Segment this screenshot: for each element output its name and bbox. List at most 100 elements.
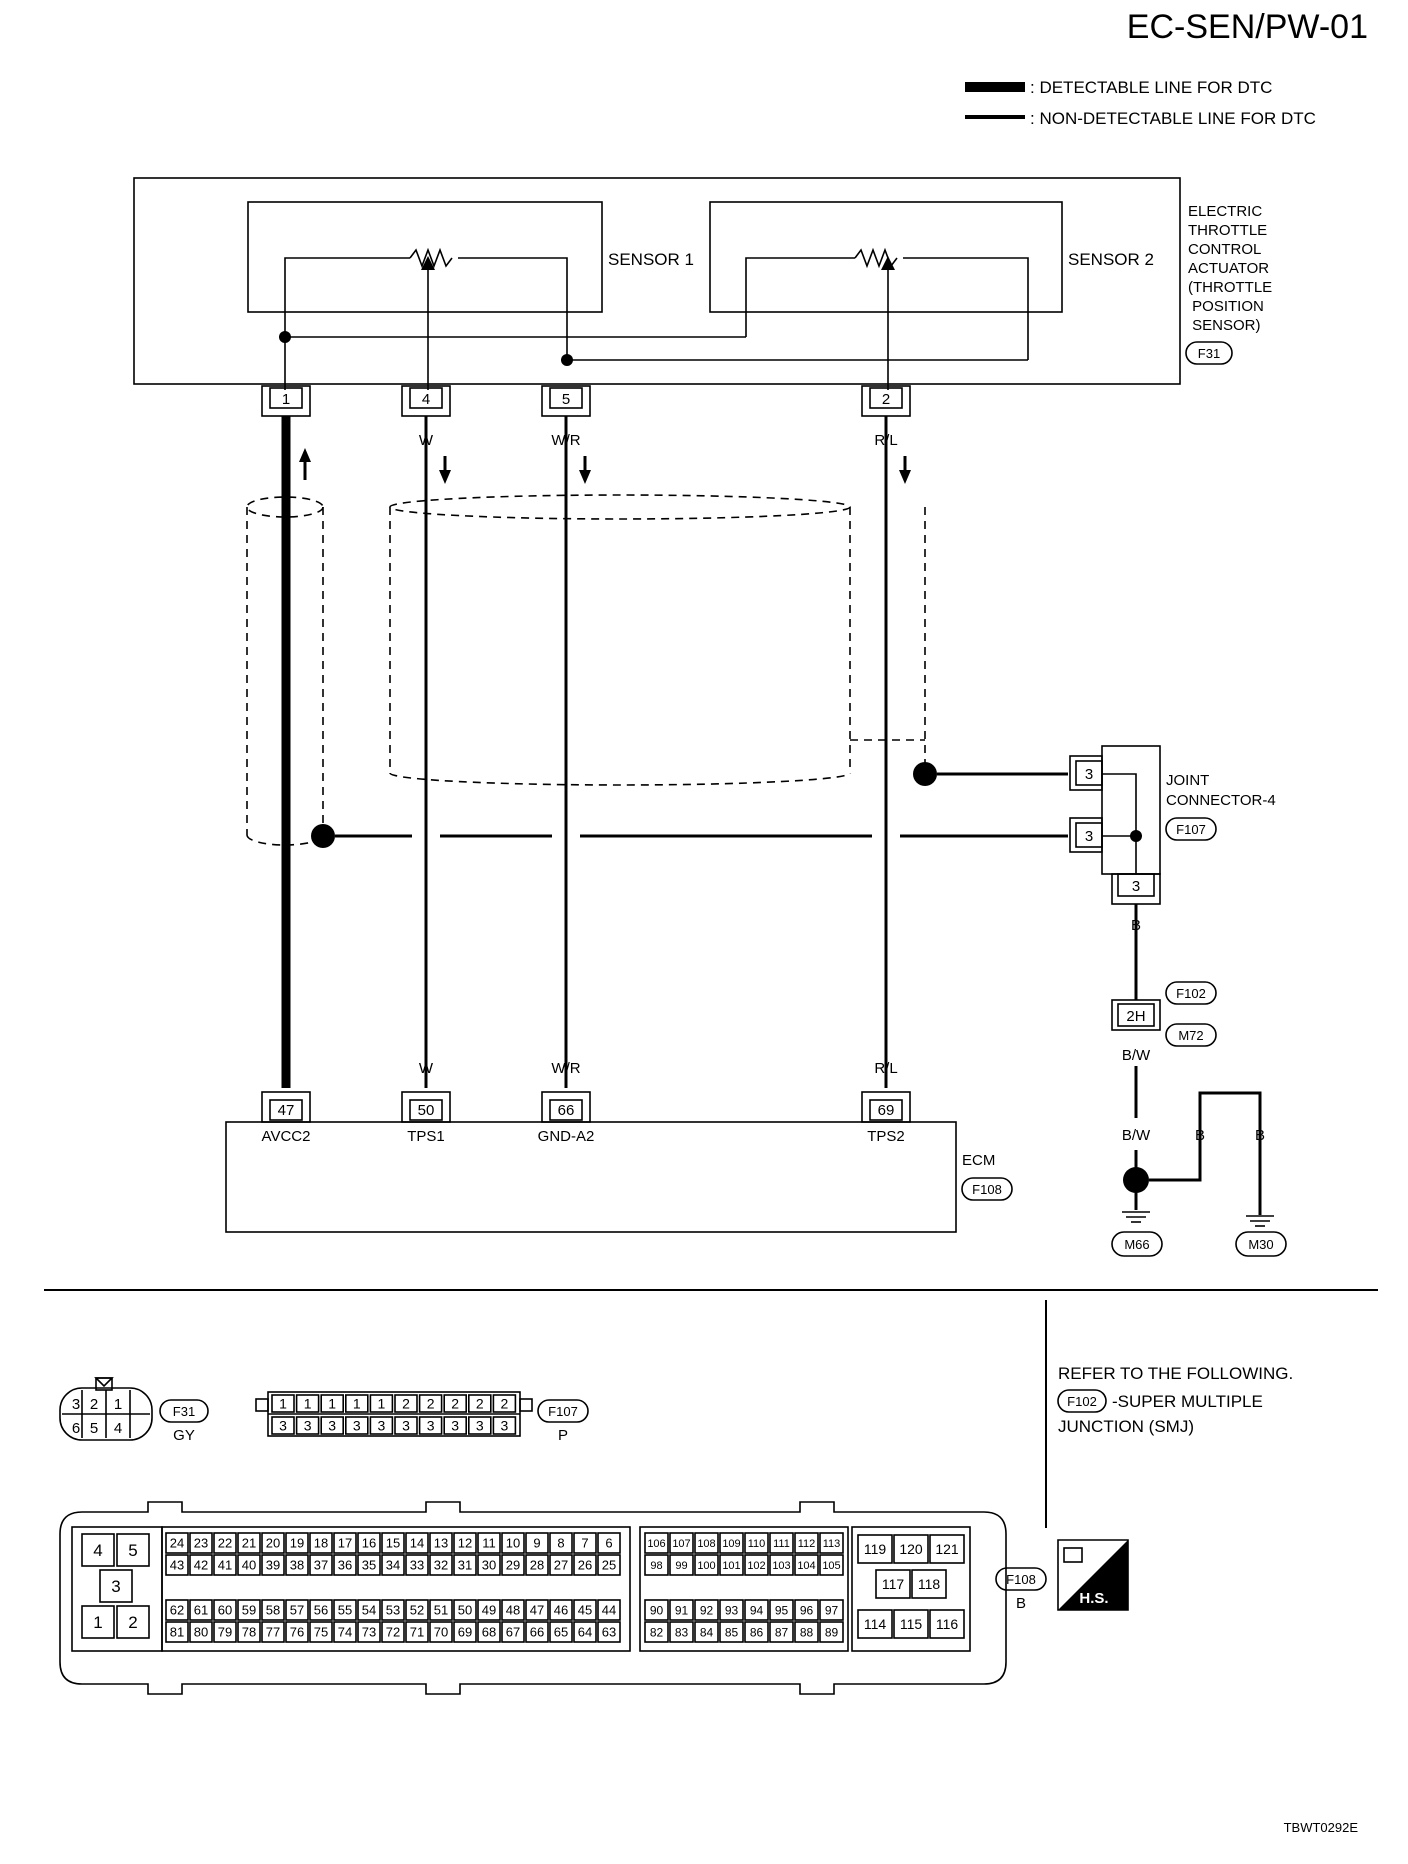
ground-wire-color-3: B/W — [1122, 1127, 1151, 1144]
ecm-face-pin: 52 — [410, 1603, 424, 1618]
connector-face-f31: 3 2 1 6 5 4 F31 GY — [59, 1377, 209, 1444]
connector-tag-f108: F108 — [972, 1182, 1002, 1197]
f107-color: P — [558, 1427, 568, 1444]
connector-tag-f31 — [1185, 341, 1233, 365]
actuator-label-line7: SENSOR) — [1188, 317, 1261, 334]
ecm-face-pin: 12 — [458, 1536, 472, 1551]
ground-circuit: B F102 2H M72 B/W B/W B B M66 M30 — [1111, 904, 1287, 1257]
connector-tag-f107: F107 — [1176, 822, 1206, 837]
ecm-face-pin: 57 — [290, 1603, 304, 1618]
ecm-face-pin: 112 — [798, 1538, 816, 1550]
connector-tag-f102: F102 — [1176, 986, 1206, 1001]
hs-badge-text: H.S. — [1079, 1590, 1108, 1607]
ecm-face-pin: 120 — [899, 1541, 923, 1557]
ecm-face-pin: 16 — [362, 1536, 376, 1551]
ecm-face-pin: 119 — [864, 1541, 887, 1557]
ecm-face-pin: 108 — [697, 1538, 715, 1550]
ecm-face-pin: 86 — [750, 1625, 764, 1639]
ecm-face-pin: 74 — [338, 1625, 352, 1640]
ecm-face-pin: 61 — [194, 1603, 208, 1618]
f107-pin: 3 — [476, 1418, 484, 1434]
joint-pin-a: 3 — [1085, 766, 1093, 783]
actuator-box — [133, 177, 1181, 385]
ecm-face-pin: 104 — [797, 1560, 815, 1572]
ecm-face-pin: 51 — [434, 1603, 448, 1618]
joint-pin-c: 3 — [1132, 878, 1140, 895]
ecm-face-pin: 82 — [650, 1625, 664, 1639]
ecm-face-pin: 56 — [314, 1603, 328, 1618]
refer-connector-tag: F102 — [1067, 1394, 1097, 1409]
connector-tag-f31-text: F31 — [1198, 346, 1220, 361]
ground-tag-m66: M66 — [1124, 1237, 1149, 1252]
ecm-face-pin: 45 — [578, 1603, 592, 1618]
ecm-face-pin: 116 — [936, 1616, 959, 1632]
sensor1-label: SENSOR 1 — [608, 250, 694, 269]
ecm-face-pin: 64 — [578, 1625, 592, 1640]
ecm-face-pin: 42 — [194, 1558, 208, 1573]
f107-pin: 2 — [476, 1396, 484, 1412]
ecm-face-pin: 113 — [823, 1538, 841, 1550]
f31-pin: 4 — [114, 1420, 122, 1437]
ecm-face-pin: 11 — [482, 1536, 496, 1551]
ecm-face-pin: 92 — [700, 1603, 714, 1617]
ecm-face-pin: 58 — [266, 1603, 280, 1618]
ecm-face-pin: 47 — [530, 1603, 544, 1618]
ecm-face-pin: 84 — [700, 1625, 714, 1639]
ecm-face-pin: 114 — [864, 1616, 887, 1632]
ecm-face-pin: 13 — [434, 1536, 448, 1551]
ecm-face-pin: 63 — [602, 1625, 616, 1640]
ecm-face-pin: 96 — [800, 1603, 814, 1617]
ecm-pin-66: 66 — [558, 1102, 575, 1119]
ecm-face-pin: 75 — [314, 1625, 328, 1640]
ecm-face-pin: 38 — [290, 1558, 304, 1573]
ecm-face-pin: 118 — [918, 1576, 941, 1592]
ecm-terminal-avcc2: AVCC2 — [262, 1128, 311, 1145]
page-title: EC-SEN/PW-01 — [1127, 8, 1368, 46]
ecm-face-pin: 44 — [602, 1603, 616, 1618]
ecm-face-pin: 78 — [242, 1625, 256, 1640]
ecm-face-pin: 22 — [218, 1536, 232, 1551]
joint-label-line2: CONNECTOR-4 — [1166, 792, 1276, 809]
ecm-face-pin: 76 — [290, 1625, 304, 1640]
ecm-face-pin: 79 — [218, 1625, 232, 1640]
ecm-face-pin: 21 — [242, 1536, 256, 1551]
connector-tag-m72: M72 — [1178, 1028, 1203, 1043]
arrow-down-icon — [899, 470, 911, 484]
ecm-face-pin: 8 — [557, 1536, 564, 1551]
throttle-actuator: SENSOR 1 SENSOR 2 ELECTRIC THROTTLE CONT… — [133, 177, 1272, 390]
refer-line1: REFER TO THE FOLLOWING. — [1058, 1364, 1293, 1383]
ecm-face-pin: 117 — [882, 1576, 905, 1592]
ecm-face-pin: 17 — [338, 1536, 352, 1551]
ground-wire-color-4: B — [1195, 1127, 1205, 1144]
ecm-face-pin: 55 — [338, 1603, 352, 1618]
ecm-face-pin: 18 — [314, 1536, 328, 1551]
joint-pin-b: 3 — [1085, 828, 1093, 845]
ecm-face-pin: 106 — [647, 1538, 665, 1550]
ecm-face-pin: 111 — [773, 1538, 790, 1550]
f107-pin: 1 — [353, 1396, 361, 1412]
f107-pin: 3 — [501, 1418, 509, 1434]
ecm-face-tag: F108 — [1006, 1572, 1036, 1587]
ecm-pins: 47 50 66 69 — [261, 1091, 911, 1123]
ecm-box — [225, 1121, 957, 1233]
f31-pin: 2 — [90, 1396, 98, 1413]
ecm-face-pin: 100 — [697, 1560, 715, 1572]
ecm-face-pin: 5 — [128, 1541, 137, 1560]
ecm-face-pin: 81 — [170, 1625, 184, 1640]
f31-pin: 5 — [90, 1420, 98, 1437]
f107-face-tag: F107 — [548, 1404, 578, 1419]
f107-pin: 3 — [402, 1418, 410, 1434]
ground-tag-m30: M30 — [1248, 1237, 1273, 1252]
ecm-face-pin: 28 — [530, 1558, 544, 1573]
ecm-face-pin: 97 — [825, 1603, 839, 1617]
ecm-face-pin: 54 — [362, 1603, 376, 1618]
actuator-pin-1: 1 — [282, 391, 290, 408]
ecm-face-pin: 91 — [675, 1603, 689, 1617]
ecm-face-pin: 49 — [482, 1603, 496, 1618]
ecm-face-pin: 43 — [170, 1558, 184, 1573]
ecm-face-pin: 2 — [128, 1613, 137, 1632]
ecm-face-pin: 65 — [554, 1625, 568, 1640]
